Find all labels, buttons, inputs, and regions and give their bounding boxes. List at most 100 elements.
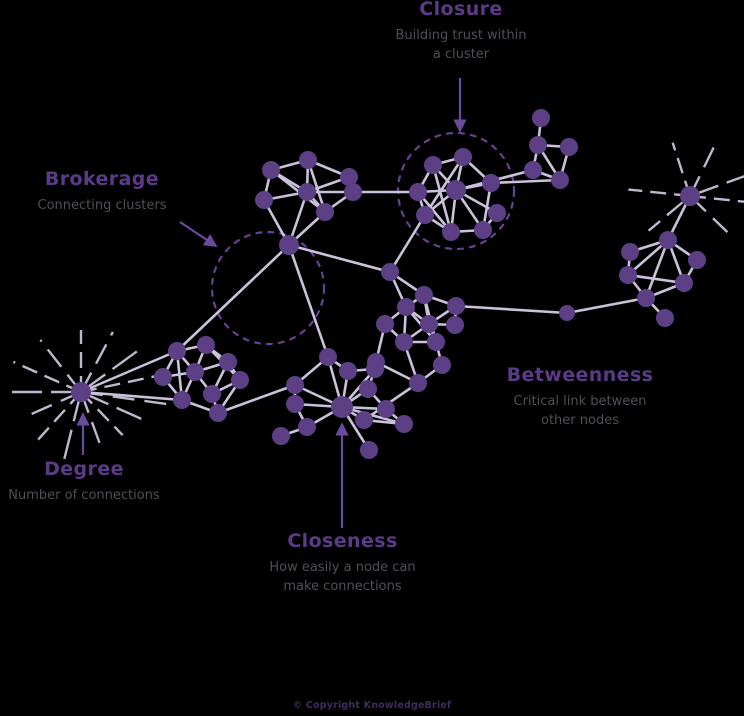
network-node: [186, 363, 204, 381]
network-node: [299, 151, 317, 169]
network-node: [395, 333, 413, 351]
network-node: [366, 360, 384, 378]
network-edge: [431, 163, 453, 234]
network-edge: [79, 390, 184, 402]
network-node: [621, 243, 639, 261]
network-node: [340, 168, 358, 186]
network-node: [415, 286, 433, 304]
network-node: [409, 183, 427, 201]
annotation-arrow-brokerage: [179, 221, 218, 247]
network-edge: [423, 155, 465, 217]
network-edge: [454, 304, 569, 315]
network-node: [279, 235, 299, 255]
network-node: [168, 342, 186, 360]
copyright-notice: © Copyright KnowledgeBrief: [292, 700, 452, 711]
network-node: [532, 109, 550, 127]
right-star-spoke: [628, 188, 691, 198]
network-node: [433, 356, 451, 374]
network-node: [688, 251, 706, 269]
network-edge: [287, 243, 330, 359]
network-node: [355, 411, 373, 429]
network-node: [420, 315, 438, 333]
network-nodes-group: [71, 109, 706, 459]
network-node: [298, 183, 316, 201]
network-edge: [388, 213, 427, 274]
highlight-circles-group: [210, 131, 516, 346]
network-edge: [489, 178, 562, 185]
network-node: [319, 348, 337, 366]
degree-star-spoke: [80, 390, 142, 420]
network-node: [659, 231, 677, 249]
network-node: [316, 203, 334, 221]
network-node: [360, 441, 378, 459]
network-node: [446, 316, 464, 334]
network-edge: [175, 243, 291, 353]
annotation-arrows-group: [76, 78, 467, 528]
network-node: [446, 180, 466, 200]
network-node: [154, 368, 172, 386]
degree-star-spoke: [12, 360, 82, 394]
degree-star-spoke: [80, 374, 160, 394]
network-node: [488, 204, 506, 222]
network-node: [427, 333, 445, 351]
network-node: [339, 362, 357, 380]
network-node: [416, 206, 434, 224]
network-node: [286, 395, 304, 413]
network-node: [474, 221, 492, 239]
network-node: [524, 161, 542, 179]
network-node: [231, 371, 249, 389]
network-node: [551, 171, 569, 189]
network-node: [203, 385, 221, 403]
network-node: [377, 400, 395, 418]
degree-star-spoke: [35, 391, 82, 442]
network-node: [381, 263, 399, 281]
network-edge: [269, 168, 327, 214]
brokerage-circle: [210, 230, 326, 346]
degree-star-spoke: [25, 390, 82, 418]
network-node: [529, 136, 547, 154]
network-node: [219, 353, 237, 371]
network-node: [272, 427, 290, 445]
network-edge: [287, 243, 392, 274]
network-node: [262, 161, 280, 179]
network-node: [255, 191, 273, 209]
network-edge: [565, 296, 648, 315]
network-node: [454, 148, 472, 166]
network-node: [286, 376, 304, 394]
network-node: [656, 309, 674, 327]
network-edge: [362, 381, 420, 422]
network-node: [71, 382, 91, 402]
network-node: [442, 223, 460, 241]
network-node: [209, 404, 227, 422]
right-star-spoke: [689, 175, 744, 198]
network-node: [197, 336, 215, 354]
degree-star-spoke: [39, 339, 82, 393]
network-node: [424, 156, 442, 174]
network-node: [680, 186, 700, 206]
network-node: [675, 274, 693, 292]
network-node: [637, 289, 655, 307]
network-node: [397, 298, 415, 316]
network-edge: [626, 273, 686, 285]
network-edge: [306, 158, 327, 214]
degree-to-cluster-edge: [80, 349, 178, 394]
network-node: [447, 297, 465, 315]
degree-star-spoke: [80, 348, 140, 393]
network-node: [331, 396, 353, 418]
network-node: [559, 305, 575, 321]
network-node: [619, 266, 637, 284]
right-star-spoke: [688, 141, 718, 197]
network-node: [376, 315, 394, 333]
hub-star-edges-group: [3, 141, 744, 463]
network-edge: [216, 383, 297, 415]
network-node: [482, 174, 500, 192]
network-node: [298, 418, 316, 436]
network-node: [395, 415, 413, 433]
network-node: [560, 138, 578, 156]
network-node: [409, 374, 427, 392]
network-node: [173, 391, 191, 409]
network-node: [359, 380, 377, 398]
network-node: [344, 183, 362, 201]
